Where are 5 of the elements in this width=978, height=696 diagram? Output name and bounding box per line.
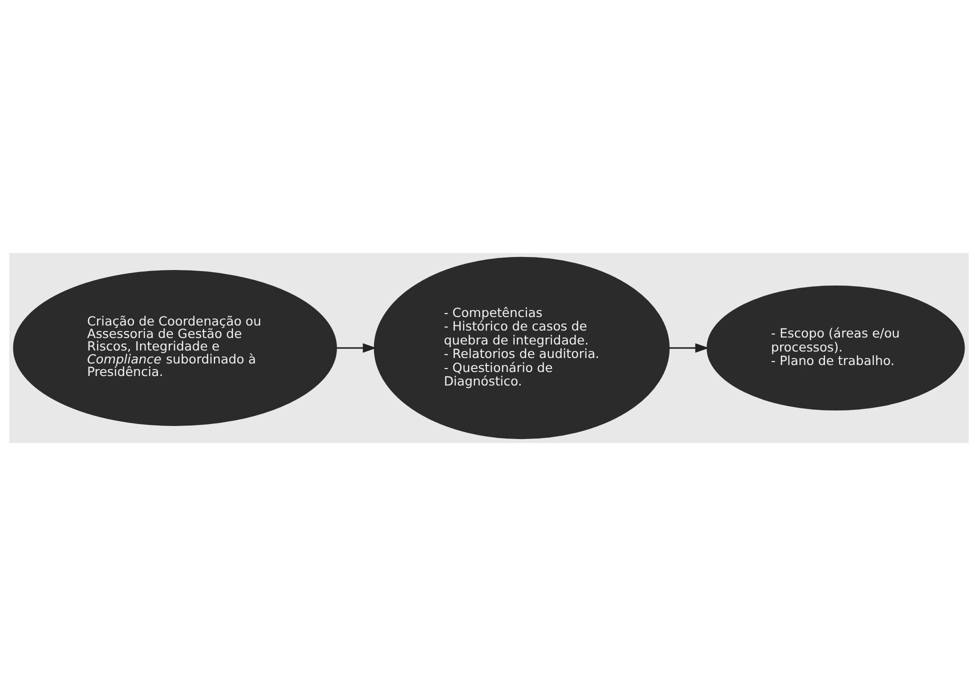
arrow [669,343,709,353]
node-ellipse: Criação de Coordenação ou Assessoria de Gestão de Riscos, Integridade e Compliance subordinado à Presidência. [13,270,337,426]
arrow [336,343,377,353]
node-ellipse: - Escopo (áreas e/ou processos). - Plano de trabalho. [706,286,965,410]
node-ellipse: - Competências - Histórico de casos de quebra de integridade. - Relatorios de auditoria. - Questionário de Diagnóstico. [374,256,670,440]
